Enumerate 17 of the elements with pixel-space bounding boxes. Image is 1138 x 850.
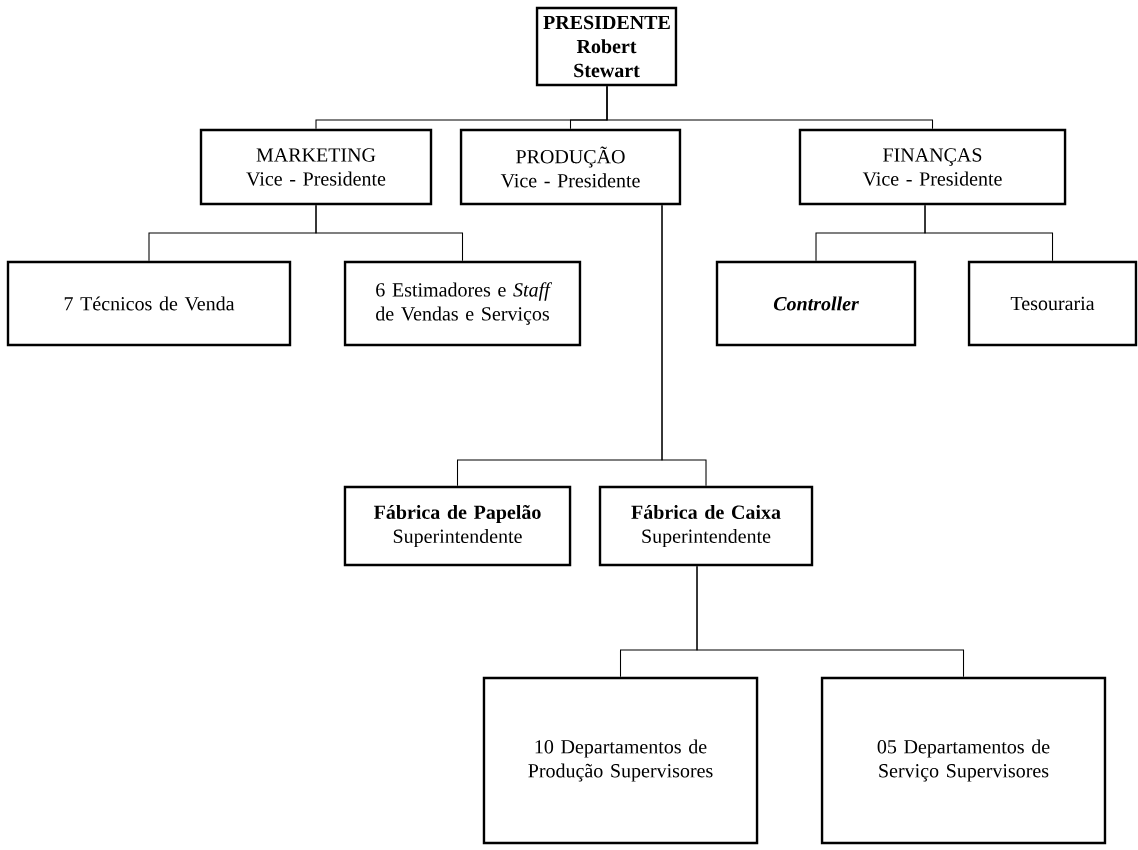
connector-line <box>924 204 1054 262</box>
org-box: PRESIDENTE Robert Stewart <box>535 6 678 87</box>
connector-line <box>661 204 707 487</box>
org-box: 05 Departamentos de Serviço Supervisores <box>820 676 1107 845</box>
org-box: Tesouraria <box>967 260 1138 347</box>
connector-line <box>606 85 934 130</box>
org-box: Fábrica de Papelão Superintendente <box>343 485 572 567</box>
org-box: 10 Departamentos de Produção Supervisores <box>482 676 759 845</box>
connector-line <box>315 204 464 262</box>
org-box: Fábrica de Caixa Superintendente <box>598 485 814 567</box>
org-box: MARKETING Vice - Presidente <box>199 128 433 206</box>
org-box: FINANÇAS Vice - Presidente <box>798 128 1067 206</box>
org-box: PRODUÇÃO Vice - Presidente <box>459 128 682 206</box>
org-box: 7 Técnicos de Venda <box>6 260 292 347</box>
connector-line <box>696 565 965 678</box>
org-box: Controller <box>715 260 917 347</box>
org-box: 6 Estimadores e Staff de Vendas e Serviços <box>343 260 582 347</box>
